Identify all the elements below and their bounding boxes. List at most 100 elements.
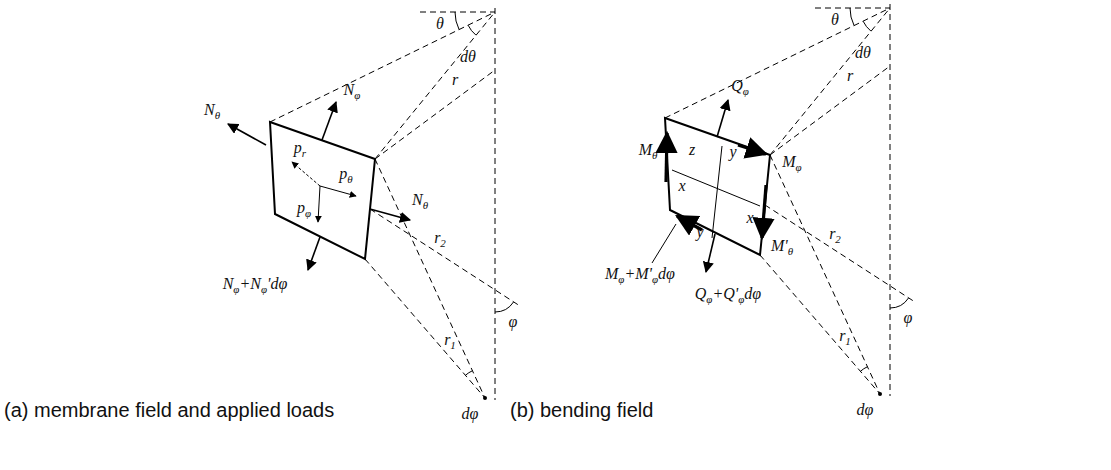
- force-label: Qφ+Q'φdφ: [695, 286, 761, 303]
- label-part: M: [782, 153, 795, 170]
- label-part: dφ: [462, 405, 479, 422]
- label-part: φ: [796, 161, 802, 173]
- label-part: N: [412, 191, 423, 208]
- label-part: p: [339, 165, 347, 182]
- label-part: r: [302, 147, 306, 159]
- label-part: 1: [450, 339, 456, 351]
- label-part: r: [839, 327, 845, 344]
- angle-label: θ: [831, 12, 839, 28]
- label-part: p: [297, 199, 305, 216]
- label-part: M: [605, 265, 618, 282]
- axis-label: x: [678, 178, 685, 194]
- label-part: 'dφ: [267, 275, 287, 292]
- label-part: φ: [706, 293, 712, 305]
- label-part: θ: [347, 173, 352, 185]
- angle-label: φ: [509, 314, 518, 330]
- label-part: φ: [233, 283, 239, 295]
- force-label: Qφ: [731, 78, 749, 95]
- label-part: φ: [618, 273, 624, 285]
- angle-label: dθ: [460, 49, 476, 65]
- label-part: φ: [904, 309, 913, 326]
- radius-label: r2: [434, 230, 446, 247]
- label-part: z: [689, 141, 695, 158]
- radius-label: r: [847, 68, 853, 84]
- label-part: M: [639, 141, 652, 158]
- label-part: φ: [509, 313, 518, 330]
- force-label: Nφ: [344, 82, 361, 99]
- label-part: dθ: [855, 44, 871, 61]
- label-part: x: [746, 209, 753, 226]
- label-part: θ: [215, 109, 220, 121]
- load-label: pθ: [339, 166, 352, 183]
- label-part: r: [847, 67, 853, 84]
- moment-label: M'θ: [771, 238, 793, 255]
- label-part: (b) bending field: [510, 399, 653, 421]
- label-part: r: [434, 229, 440, 246]
- angle-label: dθ: [855, 45, 871, 61]
- label-part: +M': [624, 265, 652, 282]
- label-part: p: [294, 139, 302, 156]
- axis-label: x: [746, 210, 753, 226]
- force-label: Nθ: [412, 192, 428, 209]
- moment-label: Mθ: [639, 142, 658, 159]
- label-part: y: [729, 143, 736, 160]
- label-part: M': [771, 237, 788, 254]
- label-part: x: [678, 177, 685, 194]
- membrane-arrows: [228, 102, 410, 270]
- label-part: (a) membrane field and applied loads: [4, 399, 334, 421]
- angle-label: dφ: [462, 406, 479, 422]
- label-part: dφ: [658, 265, 675, 282]
- label-part: 2: [835, 233, 841, 245]
- label-part: φ: [743, 85, 749, 97]
- label-part: Q: [695, 285, 707, 302]
- radius-label: r: [452, 72, 458, 88]
- radius-label: r1: [839, 328, 851, 345]
- label-part: Q: [731, 77, 743, 94]
- label-part: dφ: [744, 285, 761, 302]
- label-part: φ: [305, 207, 311, 219]
- label-part: φ: [652, 273, 658, 285]
- label-part: φ: [261, 283, 267, 295]
- label-part: φ: [354, 89, 360, 101]
- label-part: θ: [423, 199, 428, 211]
- angle-label: θ: [436, 16, 444, 32]
- label-part: r: [444, 331, 450, 348]
- label-part: φ: [738, 293, 744, 305]
- label-part: θ: [831, 11, 839, 28]
- label-part: 1: [845, 335, 851, 347]
- angle-label: dφ: [857, 402, 874, 418]
- axis-label: y: [729, 144, 736, 160]
- label-part: N: [204, 101, 215, 118]
- label-part: θ: [788, 245, 793, 257]
- bending-geometry: [665, 4, 915, 396]
- label-part: y: [696, 223, 703, 240]
- label-part: θ: [436, 15, 444, 32]
- angle-label: φ: [904, 310, 913, 326]
- label-part: N: [344, 81, 355, 98]
- label-part: θ: [652, 149, 657, 161]
- label-part: r: [452, 71, 458, 88]
- load-label: pφ: [297, 200, 311, 217]
- label-part: dθ: [460, 48, 476, 65]
- bending-arrows: [652, 100, 766, 272]
- moment-label: Mφ: [782, 154, 801, 171]
- label-part: N: [223, 275, 234, 292]
- axis-label: y: [696, 224, 703, 240]
- axis-label: z: [689, 142, 695, 158]
- radius-label: r2: [829, 226, 841, 243]
- label-part: r: [829, 225, 835, 242]
- label-part: +Q': [712, 285, 738, 302]
- force-label: Nφ+Nφ'dφ: [223, 276, 288, 293]
- label-part: +N: [239, 275, 260, 292]
- force-label: Nθ: [204, 102, 220, 119]
- membrane-geometry: [270, 8, 520, 400]
- caption: (a) membrane field and applied loads: [4, 399, 334, 421]
- caption: (b) bending field: [510, 399, 653, 421]
- radius-label: r1: [444, 332, 456, 349]
- label-part: 2: [440, 237, 446, 249]
- load-label: pr: [294, 140, 306, 157]
- moment-label: Mφ+M'φdφ: [605, 266, 675, 283]
- label-part: dφ: [857, 401, 874, 418]
